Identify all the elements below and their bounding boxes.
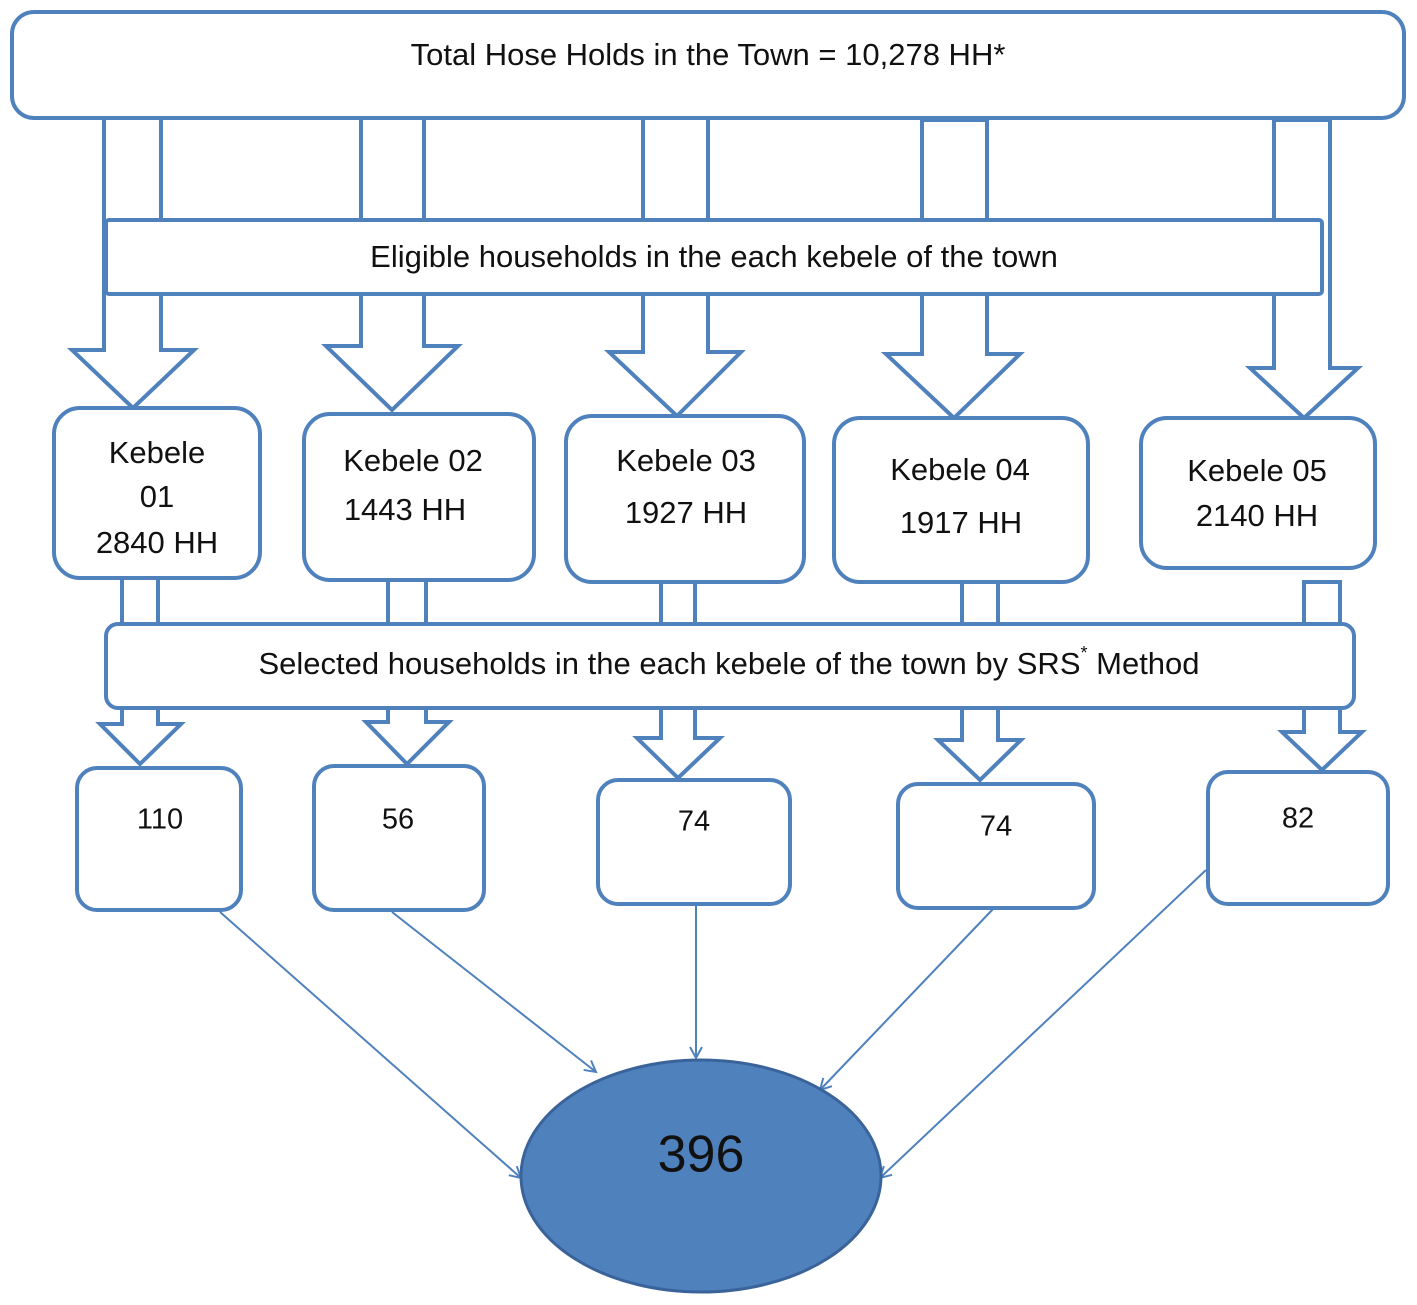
eligible-households-label: Eligible households in the each kebele o… xyxy=(370,239,1058,274)
connector-1 xyxy=(219,911,521,1178)
kebele-02-line-2: 1443 HH xyxy=(344,492,466,527)
kebele-box-01 xyxy=(52,406,262,580)
kebele-05-line-2: 2140 HH xyxy=(1196,498,1318,533)
sample-box-4 xyxy=(896,782,1096,910)
sample-box-2 xyxy=(312,764,486,912)
result-ellipse xyxy=(519,1058,883,1294)
selected-households-label: Selected households in the each kebele o… xyxy=(258,643,1199,681)
kebele-04-line-2: 1917 HH xyxy=(900,505,1022,540)
connector-4 xyxy=(820,907,995,1090)
kebele-box-04 xyxy=(832,416,1090,584)
sample-box-3 xyxy=(596,778,792,906)
connector-arrows xyxy=(219,869,1207,1178)
kebele-01-line-1: Kebele xyxy=(109,435,206,470)
sample-box-1 xyxy=(75,766,243,912)
block-arrow-1 xyxy=(66,116,200,411)
block-arrow-5 xyxy=(1244,118,1364,421)
block-arrows-top xyxy=(66,116,1364,421)
sample-box-5 xyxy=(1206,770,1390,906)
sample-value-2: 56 xyxy=(382,804,414,836)
kebele-box-05 xyxy=(1139,416,1377,570)
selected-label-superscript: * xyxy=(1081,643,1088,663)
sample-boxes: 110 56 74 74 82 xyxy=(75,764,1390,912)
selected-label-main: Selected households in the each kebele o… xyxy=(258,646,1080,681)
block-arrow-2 xyxy=(321,116,463,413)
sample-value-5: 82 xyxy=(1282,803,1314,835)
small-arrow-4 xyxy=(933,580,1026,783)
result-value: 396 xyxy=(658,1126,745,1184)
kebele-05-line-1: Kebele 05 xyxy=(1187,453,1327,488)
small-arrow-1 xyxy=(95,576,186,767)
kebele-box-02 xyxy=(302,412,536,582)
selected-label-tail: Method xyxy=(1088,646,1200,681)
block-arrow-4 xyxy=(880,118,1025,421)
sample-value-4: 74 xyxy=(980,811,1012,843)
selected-households-box xyxy=(104,622,1356,710)
kebele-02-line-1: Kebele 02 xyxy=(343,443,483,478)
total-households-box xyxy=(10,10,1406,120)
kebele-03-line-2: 1927 HH xyxy=(625,495,747,530)
connector-5 xyxy=(880,869,1207,1178)
eligible-households-box xyxy=(104,218,1324,296)
kebele-boxes: Kebele 01 2840 HH Kebele 02 1443 HH Kebe… xyxy=(52,406,1377,584)
small-arrow-3 xyxy=(632,580,725,781)
total-households-label: Total Hose Holds in the Town = 10,278 HH… xyxy=(411,37,1006,72)
kebele-01-line-3: 2840 HH xyxy=(96,525,218,560)
small-arrow-2 xyxy=(361,578,454,767)
kebele-03-line-1: Kebele 03 xyxy=(616,443,756,478)
block-arrows-bottom xyxy=(95,576,1368,783)
sample-value-1: 110 xyxy=(137,804,183,836)
small-arrow-5 xyxy=(1276,580,1368,773)
kebele-box-03 xyxy=(564,414,806,584)
kebele-04-line-1: Kebele 04 xyxy=(890,452,1030,487)
sample-value-3: 74 xyxy=(678,806,710,838)
kebele-01-line-2: 01 xyxy=(140,479,174,514)
connector-2 xyxy=(391,911,596,1072)
block-arrow-3 xyxy=(603,116,746,419)
